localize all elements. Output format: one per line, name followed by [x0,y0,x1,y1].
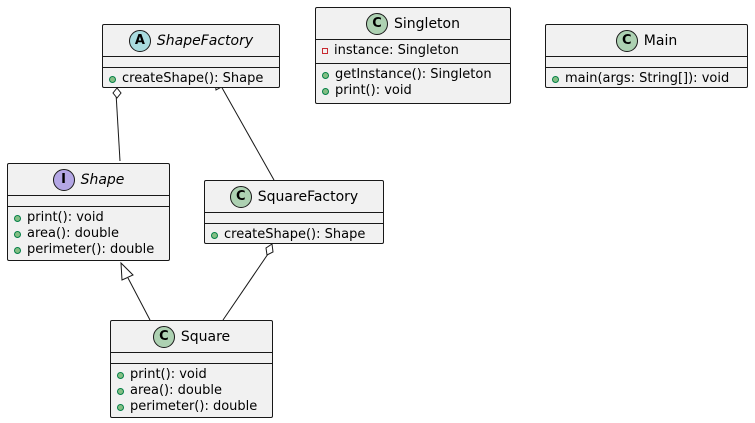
public-visibility-icon [117,403,124,411]
edge-shapefactory-squarefactory [220,85,275,181]
method-row: perimeter(): double [14,242,169,258]
method-row: createShape(): Shape [109,71,279,87]
edge-squarefactory-square [222,253,269,321]
methods-section: createShape(): Shape [103,67,279,91]
public-visibility-icon [14,246,21,254]
class-header: C Square [111,321,272,352]
class-header: A ShapeFactory [103,25,279,56]
class-square[interactable]: C Square print(): void area(): double pe… [110,320,273,418]
public-visibility-icon [14,230,21,238]
method-row: print(): void [14,210,169,226]
method-text: perimeter(): double [27,242,155,257]
class-name: ShapeFactory [156,32,254,49]
fields-section [111,352,272,363]
fields-section [103,56,279,67]
private-visibility-icon [322,48,328,54]
fields-section: instance: Singleton [316,39,510,63]
public-visibility-icon [14,214,21,222]
method-text: createShape(): Shape [122,71,264,86]
method-text: createShape(): Shape [224,227,366,242]
public-visibility-icon [117,387,124,395]
methods-section: print(): void area(): double perimeter()… [111,363,272,419]
fields-section [205,212,383,223]
method-text: getInstance(): Singleton [335,67,492,82]
public-visibility-icon [552,75,559,83]
class-name: SquareFactory [257,188,359,205]
method-row: area(): double [117,383,272,399]
method-text: print(): void [335,83,412,98]
method-row: perimeter(): double [117,399,272,415]
class-icon: C [152,325,175,348]
field-row: instance: Singleton [322,43,510,59]
fields-section [8,195,169,206]
methods-section: main(args: String[]): void [546,67,747,91]
method-row: print(): void [322,83,510,99]
class-header: C Singleton [316,8,510,39]
class-header: I Shape [8,164,169,195]
method-text: print(): void [27,210,104,225]
class-squarefactory[interactable]: C SquareFactory createShape(): Shape [204,180,384,244]
class-icon: C [366,12,389,35]
class-singleton[interactable]: C Singleton instance: Singleton getInsta… [315,7,511,104]
field-text: instance: Singleton [334,43,459,58]
inheritance-arrow-shape [120,261,134,281]
interface-icon: I [52,168,75,191]
methods-section: getInstance(): Singleton print(): void [316,63,510,103]
method-text: perimeter(): double [130,399,258,414]
edge-shapefactory-shape [115,92,121,162]
fields-section [546,56,747,67]
class-name: Singleton [394,15,460,32]
method-text: area(): double [130,383,222,398]
class-name: Main [643,32,678,49]
method-text: main(args: String[]): void [565,71,730,86]
method-row: getInstance(): Singleton [322,67,510,83]
edge-shape-square [127,277,151,321]
abstract-class-icon: A [128,29,151,52]
method-row: area(): double [14,226,169,242]
methods-section: print(): void area(): double perimeter()… [8,206,169,262]
class-name: Shape [80,171,125,188]
method-row: main(args: String[]): void [552,71,747,87]
method-row: createShape(): Shape [211,227,383,243]
class-header: C SquareFactory [205,181,383,212]
public-visibility-icon [211,231,218,239]
public-visibility-icon [322,87,329,95]
class-shapefactory[interactable]: A ShapeFactory createShape(): Shape [102,24,280,88]
method-text: print(): void [130,367,207,382]
class-main[interactable]: C Main main(args: String[]): void [545,24,748,88]
aggregation-diamond-shapefactory-shape [112,87,122,99]
method-row: print(): void [117,367,272,383]
aggregation-diamond-squarefactory-square [265,243,274,256]
public-visibility-icon [322,71,329,79]
method-text: area(): double [27,226,119,241]
class-header: C Main [546,25,747,56]
public-visibility-icon [117,371,124,379]
public-visibility-icon [109,75,116,83]
class-icon: C [229,185,252,208]
class-icon: C [615,29,638,52]
methods-section: createShape(): Shape [205,223,383,247]
interface-shape[interactable]: I Shape print(): void area(): double per… [7,163,170,261]
class-name: Square [180,328,231,345]
